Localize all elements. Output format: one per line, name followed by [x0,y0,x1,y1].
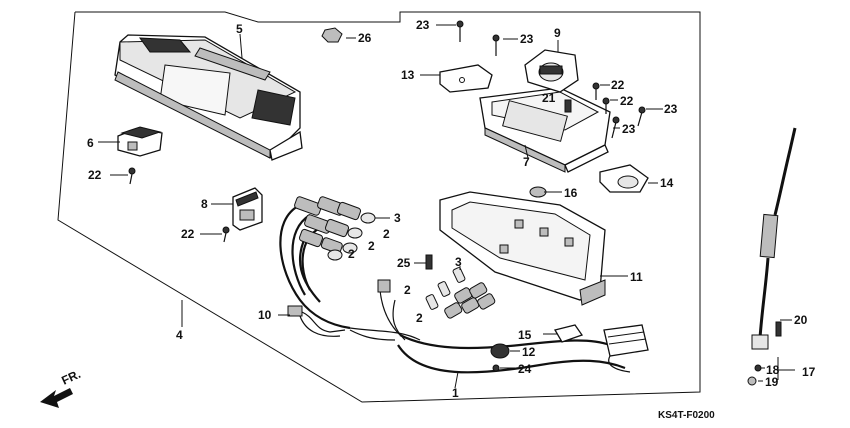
callout-6: 6 [87,136,94,150]
callout-2: 2 [404,283,411,297]
callout-16: 16 [564,186,578,200]
callout-9: 9 [554,26,561,40]
combination-meter [479,87,611,173]
assembly-outline [57,11,701,403]
callout-3: 3 [455,255,462,269]
screws-23 [456,20,646,139]
plate [439,64,493,93]
callout-13: 13 [401,68,415,82]
bulb-socket-harness [279,196,421,341]
callout-numbers: 5 26 23 23 9 13 22 21 22 23 23 6 7 22 14… [87,18,816,400]
callout-7: 7 [523,155,530,169]
leader-lines [98,24,795,389]
bracket [232,187,263,231]
callout-8: 8 [201,197,208,211]
callout-23: 23 [664,102,678,116]
callout-21: 21 [542,91,556,105]
callout-22: 22 [620,94,634,108]
clip-15 [554,324,584,343]
screws-22 [128,82,610,243]
meter-case [439,191,606,306]
callout-20: 20 [794,313,808,327]
callout-24: 24 [518,362,532,376]
callout-19: 19 [765,375,779,389]
callout-23: 23 [622,122,636,136]
callout-2: 2 [416,311,423,325]
callout-23: 23 [416,18,430,32]
callout-22: 22 [88,168,102,182]
callout-2: 2 [368,239,375,253]
speedometer-cable [747,127,797,386]
callout-12: 12 [522,345,536,359]
main-harness [349,267,649,374]
nut-26 [321,27,343,43]
callout-22: 22 [181,227,195,241]
indicator-cover [117,126,163,157]
callout-26: 26 [358,31,372,45]
callout-3: 3 [394,211,401,225]
callout-17: 17 [802,365,816,379]
front-direction-arrow: FR. [40,367,83,408]
speedometer-unit [524,49,579,93]
callout-5: 5 [236,22,243,36]
diagram-code: KS4T-F0200 [658,410,715,421]
bracket-14 [599,164,649,193]
callout-1: 1 [452,386,459,400]
screw-21 [564,99,572,113]
front-label: FR. [59,367,82,388]
screw-24 [492,364,500,372]
callout-10: 10 [258,308,272,322]
sub-harness [287,305,346,337]
callout-18: 18 [766,363,780,377]
callout-2: 2 [383,227,390,241]
clamp-12 [490,343,510,359]
callout-25: 25 [397,256,411,270]
grommet-16 [529,186,547,198]
callout-23: 23 [520,32,534,46]
callout-2: 2 [348,247,355,261]
callout-14: 14 [660,176,674,190]
callout-22: 22 [611,78,625,92]
screw-25 [425,254,433,270]
callout-11: 11 [630,270,643,284]
callout-15: 15 [518,328,532,342]
callout-4: 4 [176,328,183,342]
meter-cover [114,34,303,161]
